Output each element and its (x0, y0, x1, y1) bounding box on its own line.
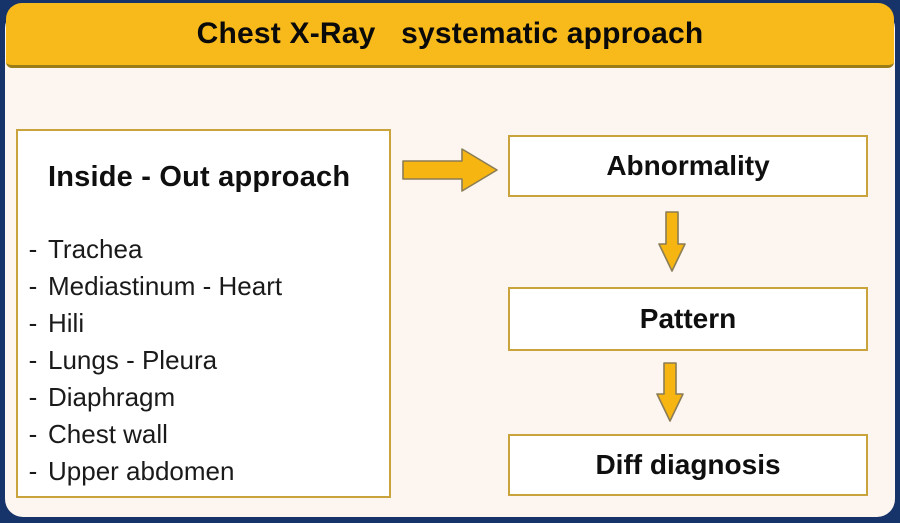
list-item-label: Mediastinum - Heart (48, 271, 283, 301)
title-bar: Chest X-Ray systematic approach (6, 3, 894, 68)
inside-out-panel-title: Inside - Out approach (48, 161, 351, 193)
list-item-label: Diaphragm (48, 382, 176, 412)
flow-step-label: Diff diagnosis (595, 449, 781, 480)
dash-bullet: - (28, 234, 38, 264)
list-item-label: Chest wall (48, 419, 168, 449)
dash-bullet: - (28, 419, 38, 449)
list-item: - Upper abdomen (18, 456, 389, 493)
inside-out-panel: Inside - Out approach - Trachea - Medias… (16, 129, 391, 498)
list-item: - Hili (18, 308, 389, 345)
dash-bullet: - (28, 271, 38, 301)
dash-bullet: - (28, 382, 38, 412)
down-arrow-icon (656, 362, 684, 422)
list-item: - Diaphragm (18, 382, 389, 419)
dash-bullet: - (28, 345, 38, 375)
list-item-label: Lungs - Pleura (48, 345, 218, 375)
flow-step-pattern: Pattern (508, 287, 868, 351)
dash-bullet: - (28, 308, 38, 338)
flow-step-abnormality: Abnormality (508, 135, 868, 197)
page-title: Chest X-Ray systematic approach (196, 17, 704, 50)
list-item: - Mediastinum - Heart (18, 271, 389, 308)
list-item: - Trachea (18, 234, 389, 271)
flow-step-label: Abnormality (606, 150, 770, 181)
right-arrow-icon (402, 148, 498, 192)
list-item-label: Trachea (48, 234, 143, 264)
flow-step-label: Pattern (639, 303, 737, 334)
list-item-label: Hili (48, 308, 85, 338)
list-item: - Chest wall (18, 419, 389, 456)
list-item: - Lungs - Pleura (18, 345, 389, 382)
dash-bullet: - (28, 456, 38, 486)
list-item-label: Upper abdomen (48, 456, 235, 486)
anatomy-checklist: - Trachea - Mediastinum - Heart - Hili -… (18, 234, 389, 493)
flow-step-diff-diagnosis: Diff diagnosis (508, 434, 868, 496)
down-arrow-icon (658, 211, 686, 272)
